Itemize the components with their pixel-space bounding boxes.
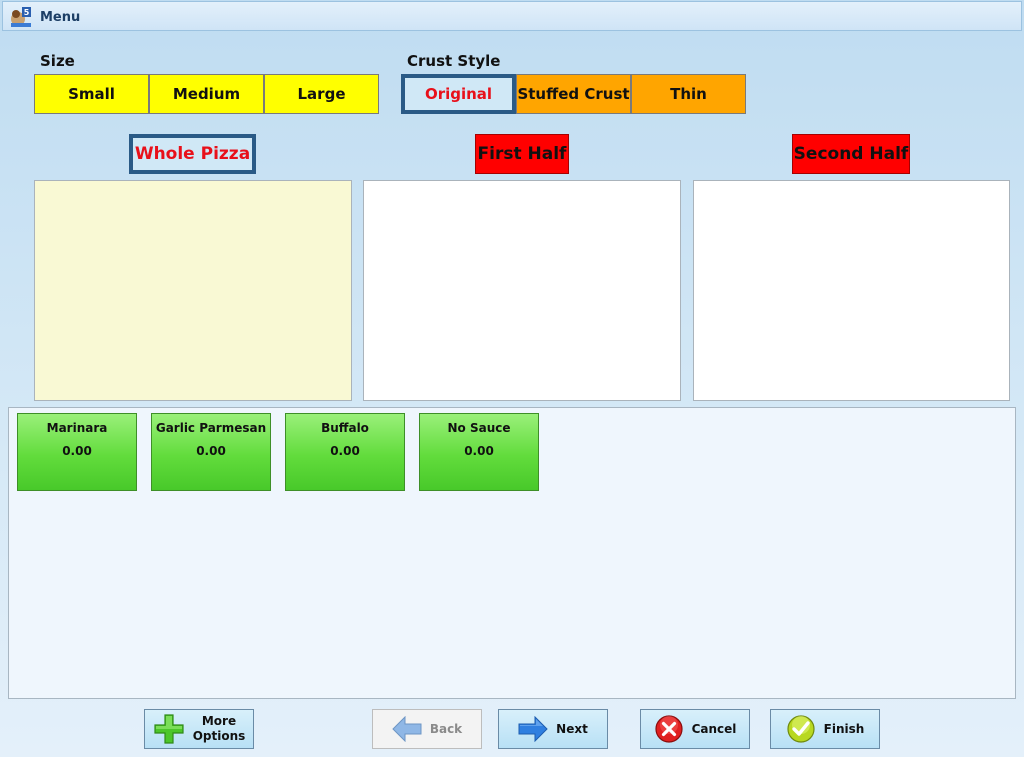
app-logo-icon: 5 bbox=[11, 7, 31, 27]
crust-stuffed-button[interactable]: Stuffed Crust bbox=[516, 74, 631, 114]
sauce-name: Buffalo bbox=[321, 421, 369, 435]
sauce-garlic-parmesan-button[interactable]: Garlic Parmesan 0.00 bbox=[151, 413, 271, 491]
size-medium-button[interactable]: Medium bbox=[149, 74, 264, 114]
sauce-price: 0.00 bbox=[62, 444, 92, 458]
sauce-name: No Sauce bbox=[447, 421, 511, 435]
arrow-right-icon bbox=[518, 716, 548, 742]
second-half-panel[interactable] bbox=[693, 180, 1010, 401]
size-large-button[interactable]: Large bbox=[264, 74, 379, 114]
crust-thin-button[interactable]: Thin bbox=[631, 74, 746, 114]
plus-icon bbox=[154, 714, 184, 744]
svg-text:5: 5 bbox=[24, 8, 30, 17]
sauce-marinara-button[interactable]: Marinara 0.00 bbox=[17, 413, 137, 491]
next-label: Next bbox=[556, 722, 588, 736]
crust-original-button[interactable]: Original bbox=[401, 74, 516, 114]
arrow-left-icon bbox=[392, 716, 422, 742]
sauce-name: Marinara bbox=[46, 421, 108, 435]
checkmark-icon bbox=[787, 715, 815, 743]
sauce-name: Garlic Parmesan bbox=[155, 421, 267, 435]
sauce-none-button[interactable]: No Sauce 0.00 bbox=[419, 413, 539, 491]
sauce-price: 0.00 bbox=[196, 444, 226, 458]
first-half-tab[interactable]: First Half bbox=[475, 134, 569, 174]
size-label: Size bbox=[40, 52, 75, 70]
more-options-line2: Options bbox=[192, 729, 246, 743]
next-button[interactable]: Next bbox=[498, 709, 608, 749]
sauce-options-area: Marinara 0.00 Garlic Parmesan 0.00 Buffa… bbox=[8, 407, 1016, 699]
first-half-panel[interactable] bbox=[363, 180, 681, 401]
window-title: Menu bbox=[40, 10, 81, 25]
cancel-label: Cancel bbox=[691, 722, 737, 736]
size-small-button[interactable]: Small bbox=[34, 74, 149, 114]
title-bar: 5 Menu bbox=[2, 1, 1022, 31]
second-half-tab[interactable]: Second Half bbox=[792, 134, 910, 174]
sauce-buffalo-button[interactable]: Buffalo 0.00 bbox=[285, 413, 405, 491]
more-options-label: More Options bbox=[193, 714, 246, 744]
back-label: Back bbox=[429, 722, 463, 736]
cancel-button[interactable]: Cancel bbox=[640, 709, 750, 749]
whole-pizza-panel[interactable] bbox=[34, 180, 352, 401]
whole-pizza-tab[interactable]: Whole Pizza bbox=[129, 134, 256, 174]
cancel-x-icon bbox=[654, 715, 683, 743]
more-options-button[interactable]: More Options bbox=[144, 709, 254, 749]
sauce-price: 0.00 bbox=[464, 444, 494, 458]
sauce-price: 0.00 bbox=[330, 444, 360, 458]
finish-label: Finish bbox=[823, 722, 865, 736]
crust-style-label: Crust Style bbox=[407, 52, 501, 70]
back-button[interactable]: Back bbox=[372, 709, 482, 749]
more-options-line1: More bbox=[201, 714, 237, 728]
finish-button[interactable]: Finish bbox=[770, 709, 880, 749]
